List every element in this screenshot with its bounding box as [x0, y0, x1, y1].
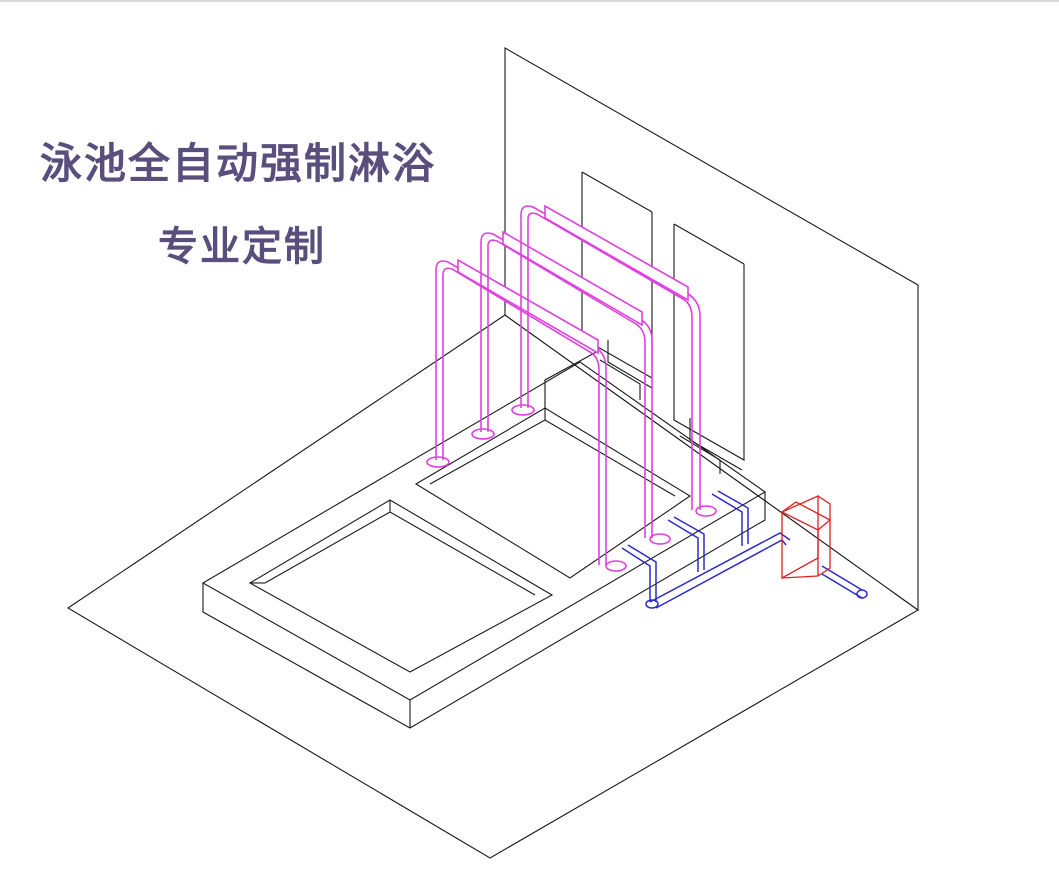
control-box [780, 494, 832, 580]
door-left [581, 172, 653, 379]
water-supply-pipe [621, 490, 868, 609]
door-right [673, 224, 745, 461]
shower-frames [426, 204, 717, 572]
back-wall [504, 47, 919, 612]
subtitle: 专业定制 [158, 224, 326, 270]
basin-pit-left [248, 499, 554, 673]
top-border [0, 0, 1059, 2]
basin-pit-right [414, 407, 692, 579]
shower-frame-2 [480, 230, 671, 545]
shower-frame-3 [520, 204, 717, 517]
main-title: 泳池全自动强制淋浴 [40, 139, 437, 188]
